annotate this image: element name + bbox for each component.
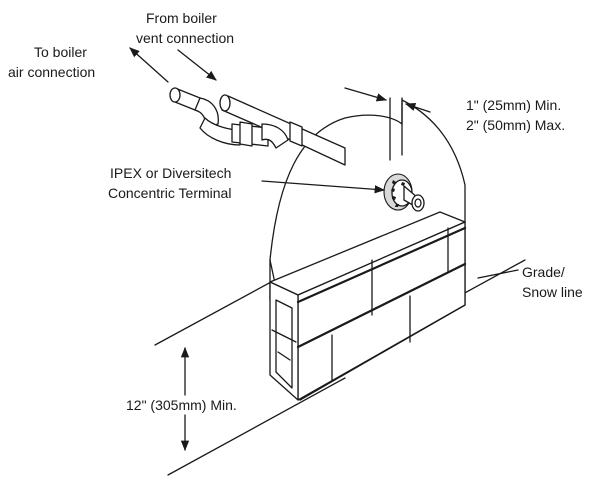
grade-label-line2: Snow line — [522, 284, 583, 300]
clearance-min-label: 1" (25mm) Min. — [466, 97, 561, 113]
from-boiler-label-line2: vent connection — [136, 30, 234, 46]
terminal-leader — [261, 180, 386, 194]
height-min-label: 12" (305mm) Min. — [126, 397, 237, 413]
clearance-max-label: 2" (50mm) Max. — [466, 117, 565, 133]
vent-flow-arrow — [177, 49, 217, 81]
clearance-arrow-left — [344, 87, 387, 102]
concentric-terminal — [383, 173, 425, 212]
clearance-arrow-right — [405, 103, 431, 113]
brick-foundation — [269, 211, 467, 401]
to-boiler-label-line2: air connection — [8, 64, 95, 80]
terminal-label-line1: IPEX or Diversitech — [110, 165, 231, 181]
from-boiler-label-line1: From boiler — [146, 10, 217, 26]
to-boiler-label-line1: To boiler — [34, 44, 87, 60]
air-flow-arrow — [129, 47, 169, 83]
grade-leader — [477, 269, 519, 279]
grade-label-line1: Grade/ — [522, 264, 565, 280]
dimension-base-line — [167, 377, 346, 476]
vent-piping — [169, 87, 346, 166]
terminal-label-line2: Concentric Terminal — [108, 185, 231, 201]
